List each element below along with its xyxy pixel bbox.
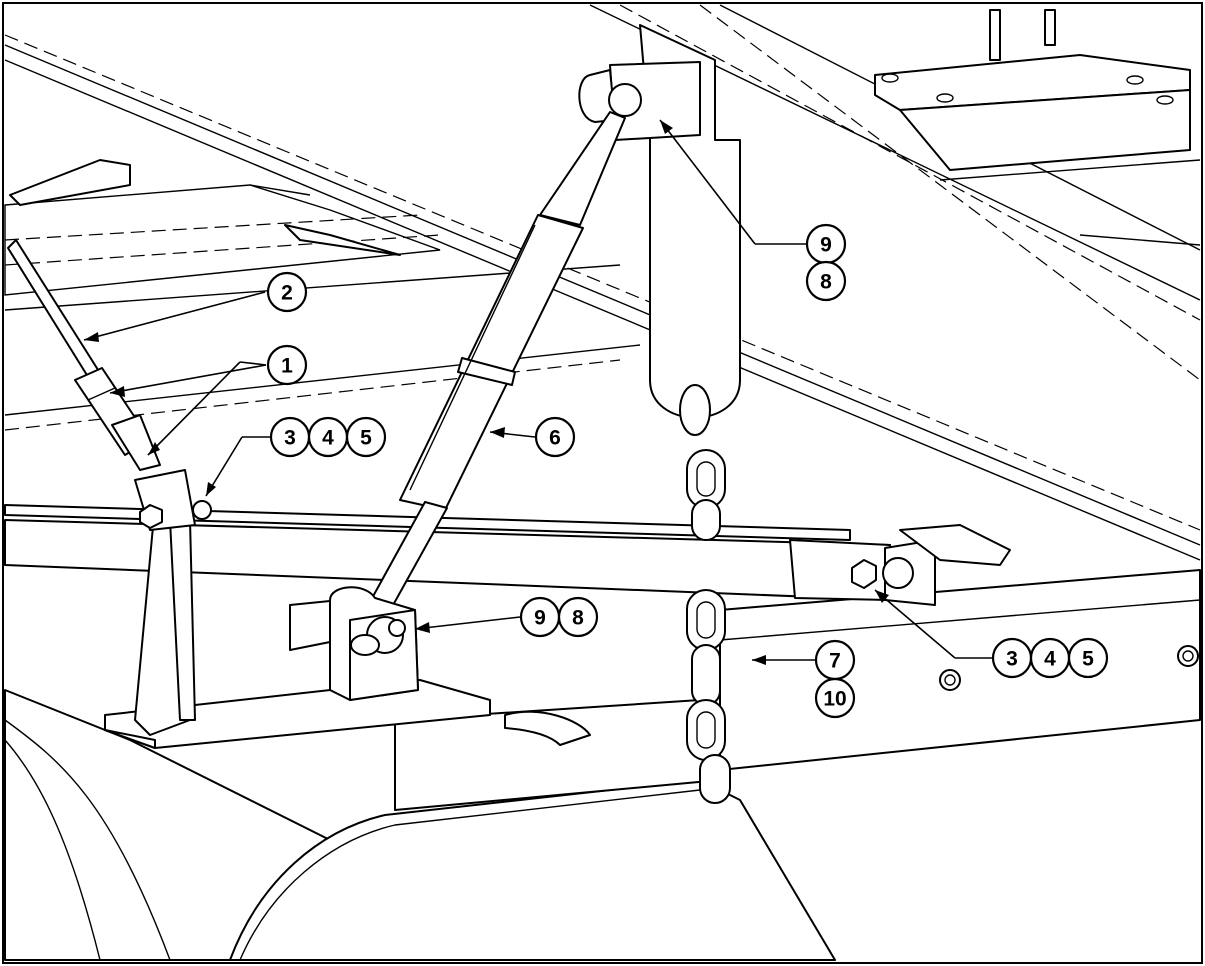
leader-lines bbox=[83, 119, 992, 665]
chain bbox=[686, 449, 731, 804]
gas-strut bbox=[359, 111, 626, 626]
callout-9-8-lower: 9 8 bbox=[519, 596, 599, 638]
callout-6-label: 6 bbox=[549, 427, 561, 450]
callout-4b-label: 4 bbox=[1044, 648, 1056, 671]
callout-2: 2 bbox=[266, 271, 308, 313]
base-plates bbox=[104, 599, 491, 749]
lower-mount-block bbox=[329, 586, 419, 701]
callout-7-10: 7 10 bbox=[814, 639, 856, 719]
callout-3-4-5-upper: 3 4 5 bbox=[269, 416, 387, 458]
callout-1: 1 bbox=[266, 344, 308, 386]
left-bracket bbox=[134, 469, 212, 736]
callout-5a-label: 5 bbox=[360, 427, 372, 450]
callout-7-label: 7 bbox=[829, 650, 841, 673]
callout-4a-label: 4 bbox=[322, 427, 334, 450]
callout-3a-label: 3 bbox=[284, 427, 296, 450]
cable-assembly bbox=[7, 239, 161, 471]
callout-9b-label: 9 bbox=[534, 607, 546, 630]
callout-2-label: 2 bbox=[281, 282, 293, 305]
right-clevis bbox=[851, 524, 1011, 606]
callout-8a-label: 8 bbox=[820, 271, 832, 294]
upper-right-bracket bbox=[874, 9, 1201, 246]
side-panel bbox=[719, 569, 1201, 771]
callout-8b-label: 8 bbox=[572, 607, 584, 630]
callout-3b-label: 3 bbox=[1006, 648, 1018, 671]
callout-1-label: 1 bbox=[281, 355, 293, 378]
callout-9-8-upper: 9 8 bbox=[805, 223, 847, 302]
frame-beam bbox=[4, 4, 1201, 561]
callout-3-4-5-lower: 3 4 5 bbox=[991, 637, 1109, 679]
callout-6: 6 bbox=[534, 416, 576, 458]
callout-10-label: 10 bbox=[823, 688, 846, 711]
callout-9a-label: 9 bbox=[820, 234, 832, 257]
callout-5b-label: 5 bbox=[1082, 648, 1094, 671]
